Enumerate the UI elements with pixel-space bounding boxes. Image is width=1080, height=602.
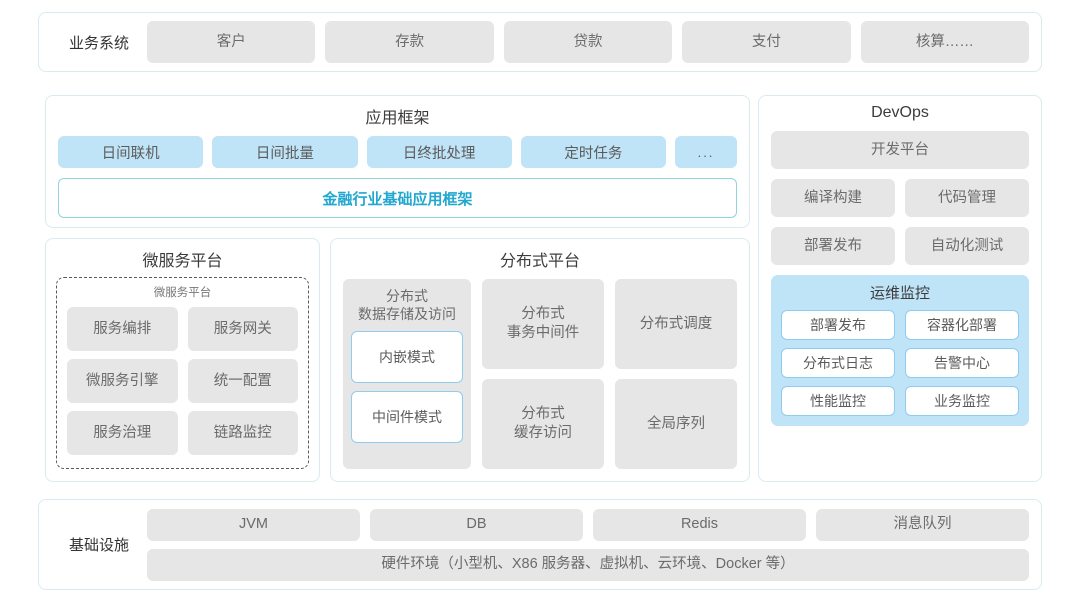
microservice-tile-governance[interactable]: 服务治理 [67,411,178,455]
devops-tile-dev-platform[interactable]: 开发平台 [771,131,1029,169]
microservice-tile-unified-config[interactable]: 统一配置 [187,359,298,403]
ops-tile-alert-center[interactable]: 告警中心 [905,348,1019,378]
devops-tile-compile-build[interactable]: 编译构建 [771,179,895,217]
microservice-platform-panel: 微服务平台 微服务平台 服务编排 服务网关 微服务引擎 统一配置 服务治理 链路… [45,238,320,482]
ops-tile-distributed-log[interactable]: 分布式日志 [781,348,895,378]
business-systems-items: 客户 存款 贷款 支付 核算…… [147,21,1030,63]
business-system-tile-deposit[interactable]: 存款 [325,21,494,63]
app-framework-tile-batch[interactable]: 日间批量 [212,136,358,168]
microservice-inner-box: 微服务平台 服务编排 服务网关 微服务引擎 统一配置 服务治理 链路监控 [56,277,309,469]
infrastructure-tile-message-queue[interactable]: 消息队列 [816,508,1029,541]
distributed-platform-panel: 分布式平台 分布式 数据存储及访问 内嵌模式 中间件模式 分布式 事务中间件 分… [330,238,750,482]
base-framework-banner: 金融行业基础应用框架 [58,178,737,218]
infrastructure-tile-jvm[interactable]: JVM [147,508,360,541]
infrastructure-panel: 基础设施 JVM DB Redis 消息队列 硬件环境（小型机、X86 服务器、… [38,499,1042,590]
infrastructure-content: JVM DB Redis 消息队列 硬件环境（小型机、X86 服务器、虚拟机、云… [147,508,1029,581]
distributed-tile-cache-access[interactable]: 分布式 缓存访问 [482,379,604,469]
infrastructure-items: JVM DB Redis 消息队列 [147,508,1029,541]
distributed-middle-column: 分布式 事务中间件 分布式 缓存访问 [482,279,604,469]
business-system-tile-payment[interactable]: 支付 [682,21,851,63]
microservice-tile-gateway[interactable]: 服务网关 [187,307,298,351]
application-framework-title: 应用框架 [365,110,430,127]
devops-title: DevOps [871,104,929,121]
microservice-tile-trace-monitor[interactable]: 链路监控 [187,411,298,455]
ops-monitoring-items: 部署发布 容器化部署 分布式日志 告警中心 性能监控 业务监控 [781,310,1019,416]
microservice-platform-title: 微服务平台 [142,253,223,270]
app-framework-tile-eod-batch[interactable]: 日终批处理 [366,136,512,168]
application-framework-panel: 应用框架 日间联机 日间批量 日终批处理 定时任务 ... 金融行业基础应用框架 [45,95,750,228]
ops-tile-deploy-release[interactable]: 部署发布 [781,310,895,340]
business-system-tile-accounting[interactable]: 核算…… [860,21,1030,63]
infrastructure-label: 基础设施 [68,537,129,554]
business-system-tile-loan[interactable]: 贷款 [503,21,673,63]
devops-tile-automated-testing[interactable]: 自动化测试 [905,227,1029,265]
ops-monitoring-title: 运维监控 [869,285,930,302]
distributed-tile-global-sequence[interactable]: 全局序列 [615,379,737,469]
distributed-storage-mode-middleware[interactable]: 中间件模式 [351,391,463,444]
microservice-tile-orchestration[interactable]: 服务编排 [67,307,178,351]
distributed-platform-body: 分布式 数据存储及访问 内嵌模式 中间件模式 分布式 事务中间件 分布式 缓存访… [343,279,737,469]
distributed-storage-mode-embedded[interactable]: 内嵌模式 [351,331,463,384]
devops-items: 编译构建 代码管理 部署发布 自动化测试 [771,179,1029,265]
business-systems-panel: 业务系统 客户 存款 贷款 支付 核算…… [38,12,1042,72]
distributed-tile-scheduling[interactable]: 分布式调度 [615,279,737,369]
ops-tile-containerized-deploy[interactable]: 容器化部署 [905,310,1019,340]
devops-panel: DevOps 开发平台 编译构建 代码管理 部署发布 自动化测试 运维监控 部署… [758,95,1042,482]
ops-monitoring-group: 运维监控 部署发布 容器化部署 分布式日志 告警中心 性能监控 业务监控 [771,275,1029,426]
microservice-tile-engine[interactable]: 微服务引擎 [67,359,178,403]
distributed-right-column: 分布式调度 全局序列 [615,279,737,469]
distributed-storage-card[interactable]: 分布式 数据存储及访问 内嵌模式 中间件模式 [343,279,471,469]
app-framework-tile-scheduled-task[interactable]: 定时任务 [520,136,666,168]
devops-tile-deploy-release[interactable]: 部署发布 [771,227,895,265]
distributed-storage-label: 分布式 数据存储及访问 [358,288,456,323]
infrastructure-tile-db[interactable]: DB [370,508,583,541]
ops-tile-business-monitor[interactable]: 业务监控 [905,386,1019,416]
distributed-platform-title: 分布式平台 [499,253,580,270]
distributed-tile-transaction-middleware[interactable]: 分布式 事务中间件 [482,279,604,369]
infrastructure-hardware-environment[interactable]: 硬件环境（小型机、X86 服务器、虚拟机、云环境、Docker 等） [147,548,1029,581]
microservice-items: 服务编排 服务网关 微服务引擎 统一配置 服务治理 链路监控 [67,307,298,455]
business-systems-label: 业务系统 [68,34,129,52]
application-framework-items: 日间联机 日间批量 日终批处理 定时任务 ... [58,136,737,168]
app-framework-tile-online[interactable]: 日间联机 [58,136,204,168]
infrastructure-tile-redis[interactable]: Redis [593,508,806,541]
business-system-tile-customer[interactable]: 客户 [147,21,316,63]
app-framework-tile-more[interactable]: ... [675,136,737,168]
microservice-inner-title: 微服务平台 [153,287,212,299]
devops-tile-code-management[interactable]: 代码管理 [905,179,1029,217]
ops-tile-performance-monitor[interactable]: 性能监控 [781,386,895,416]
